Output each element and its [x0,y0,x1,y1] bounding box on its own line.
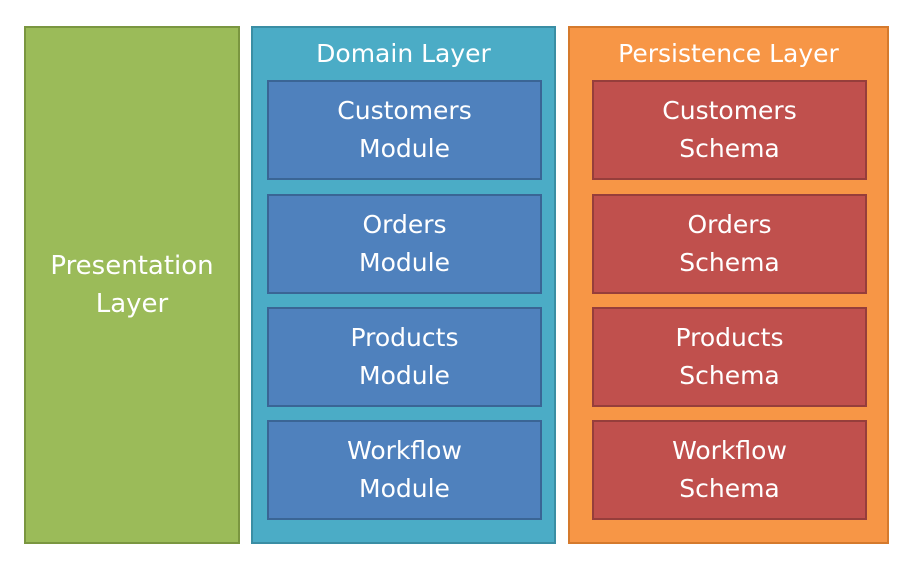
products-module: Products Module [267,307,542,407]
persistence-layer-title: Persistence Layer [618,39,839,68]
products-schema: Products Schema [592,307,867,407]
orders-schema: Orders Schema [592,194,867,294]
persistence-layer: Persistence Layer Customers Schema Order… [568,26,889,544]
orders-module: Orders Module [267,194,542,294]
domain-layer-title: Domain Layer [316,39,491,68]
customers-schema: Customers Schema [592,80,867,180]
presentation-layer-label: Presentation Layer [50,251,214,319]
domain-layer: Domain Layer Customers Module Orders Mod… [251,26,556,544]
presentation-layer: Presentation Layer [24,26,240,544]
customers-module: Customers Module [267,80,542,180]
workflow-schema: Workflow Schema [592,420,867,520]
workflow-module: Workflow Module [267,420,542,520]
